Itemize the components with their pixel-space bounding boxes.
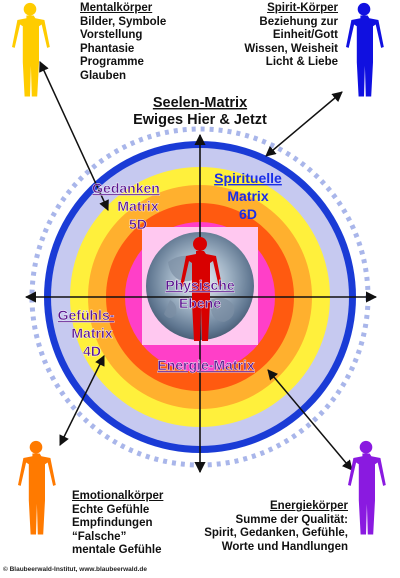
emotional-line-3: “Falsche” bbox=[72, 530, 127, 543]
spirit-line-2: Einheit/Gott bbox=[272, 29, 338, 42]
emotional-line-4: mentale Gefühle bbox=[72, 544, 162, 557]
mental-line-2: Vorstellung bbox=[80, 29, 143, 42]
label-gefuehls-4d: 4D bbox=[83, 343, 101, 359]
mental-body-heading: Mentalkörper bbox=[80, 2, 153, 14]
figure-mental-body bbox=[11, 2, 50, 97]
mental-line-3: Phantasie bbox=[80, 42, 135, 55]
emotional-line-2: Empfindungen bbox=[72, 517, 153, 530]
spirit-body-heading: Spirit-Körper bbox=[267, 2, 338, 14]
label-gedanken-matrix: Matrix bbox=[117, 198, 158, 214]
seelen-matrix-title: Seelen-Matrix bbox=[153, 95, 247, 111]
figure-spirit-body bbox=[346, 2, 384, 97]
arrow-energy bbox=[267, 369, 353, 471]
arrow-emotional bbox=[59, 355, 105, 446]
label-spirituelle-matrix: Matrix bbox=[227, 188, 268, 204]
seelen-matrix-subtitle: Ewiges Hier & Jetzt bbox=[133, 112, 267, 128]
spirit-line-4: Licht & Liebe bbox=[265, 56, 338, 69]
label-gedanken: Gedanken bbox=[92, 180, 160, 196]
energy-body-heading: Energiekörper bbox=[270, 500, 348, 512]
label-spirituelle-6d: 6D bbox=[239, 206, 257, 222]
mental-line-1: Bilder, Symbole bbox=[80, 15, 167, 28]
figure-emotional-body bbox=[18, 440, 56, 535]
energy-body-text: Energiekörper Summe der Qualität: Spirit… bbox=[204, 500, 348, 554]
spirit-line-3: Wissen, Weisheit bbox=[244, 42, 338, 55]
energy-line-2: Spirit, Gedanken, Gefühle, bbox=[204, 527, 348, 540]
emotional-line-1: Echte Gefühle bbox=[72, 503, 150, 516]
mental-body-text: Mentalkörper Bilder, Symbole Vorstellung… bbox=[80, 2, 166, 84]
emotional-body-text: Emotionalkörper Echte Gefühle Empfindung… bbox=[72, 490, 163, 558]
arrow-spirit bbox=[265, 91, 343, 157]
mental-line-4: Programme bbox=[80, 56, 144, 69]
emotional-body-heading: Emotionalkörper bbox=[72, 490, 164, 502]
copyright-footer: © Blaubeerwald-Institut, www.blaubeerwal… bbox=[3, 566, 147, 573]
label-ebene: Ebene bbox=[179, 295, 221, 311]
energy-line-1: Summe der Qualität: bbox=[235, 513, 348, 526]
energy-line-3: Worte und Handlungen bbox=[221, 540, 348, 553]
label-physische: Physische bbox=[165, 277, 234, 293]
globe-continent bbox=[164, 255, 235, 322]
spirit-body-text: Spirit-Körper Beziehung zur Einheit/Gott… bbox=[244, 2, 338, 70]
figure-energy-body bbox=[348, 440, 386, 535]
center-human-figure bbox=[180, 237, 222, 341]
label-gefuehls: Gefühls- bbox=[58, 307, 115, 323]
label-energie-matrix: Energie-Matrix bbox=[157, 357, 254, 373]
arrow-mental bbox=[39, 61, 109, 211]
label-gefuehls-matrix: Matrix bbox=[71, 325, 112, 341]
spirit-line-1: Beziehung zur bbox=[259, 15, 338, 28]
label-spirituelle: Spirituelle bbox=[214, 170, 282, 186]
mental-line-5: Glauben bbox=[80, 69, 127, 82]
label-gedanken-5d: 5D bbox=[129, 216, 147, 232]
